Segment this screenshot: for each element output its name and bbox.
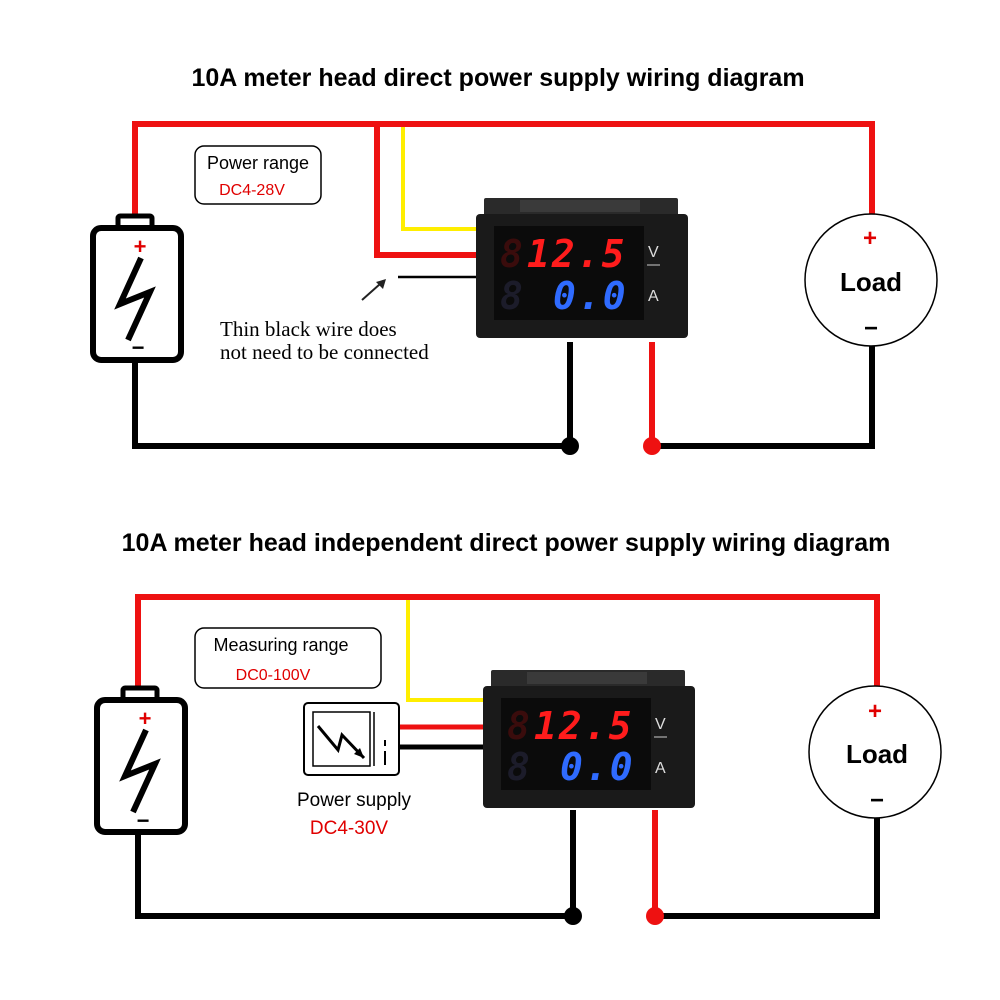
battery-minus: − (132, 335, 145, 360)
amp-unit-label: A (648, 288, 659, 305)
arrow-icon (361, 283, 381, 301)
load-plus: + (863, 225, 877, 252)
diagram-independent-supply: 10A meter head independent direct power … (94, 529, 942, 925)
load: + Load − (804, 213, 938, 347)
meter-head: 8 12.5 8 0.0 V A (483, 670, 695, 808)
black-wires (132, 342, 573, 449)
junction-dot (564, 907, 582, 925)
battery: + − (94, 685, 188, 835)
yellow-wire (401, 127, 477, 231)
junction-dot (643, 437, 661, 455)
red-wires (135, 594, 880, 916)
diagram-title: 10A meter head independent direct power … (122, 529, 891, 557)
current-readout-ghost: 8 (507, 745, 530, 789)
power-range-value: DC4-28V (219, 182, 285, 199)
junction-dot (561, 437, 579, 455)
load-minus: − (870, 787, 884, 814)
amp-unit-label: A (655, 760, 666, 777)
battery-plus: + (134, 234, 147, 259)
measuring-range-value: DC0-100V (236, 667, 311, 684)
power-supply-lightning-icon (316, 725, 366, 760)
power-supply-value: DC4-30V (310, 818, 388, 839)
power-range-label: Power range (207, 153, 309, 173)
power-range-box: Power range DC4-28V (194, 145, 322, 205)
volt-unit-label: V (648, 244, 659, 261)
voltage-readout: 12.5 (527, 232, 627, 276)
note-line-2: not need to be connected (220, 340, 429, 364)
current-readout-ghost: 8 (500, 274, 523, 318)
voltage-readout: 12.5 (534, 704, 634, 748)
load-label: Load (846, 739, 908, 769)
lightning-icon (119, 728, 161, 814)
junction-dot (646, 907, 664, 925)
current-readout: 0.0 (553, 274, 628, 318)
load-label: Load (840, 267, 902, 297)
note-line-1: Thin black wire does (220, 317, 397, 341)
battery: + − (90, 213, 184, 363)
diagram-direct-supply: 10A meter head direct power supply wirin… (90, 64, 938, 455)
voltage-readout-ghost: 8 (500, 232, 523, 276)
power-supply-label: Power supply (297, 790, 412, 811)
lightning-icon (114, 256, 156, 342)
red-wires (132, 121, 875, 449)
volt-unit-label: V (655, 716, 666, 733)
black-return-wire (655, 812, 880, 919)
arrow-head-icon (376, 279, 386, 289)
power-supply: Power supply DC4-30V (297, 702, 412, 839)
black-wires (135, 810, 576, 919)
meter-head: 8 12.5 8 0.0 V A (476, 198, 688, 338)
voltage-readout-ghost: 8 (507, 704, 530, 748)
current-readout: 0.0 (560, 745, 635, 789)
battery-minus: − (137, 808, 150, 833)
load: + Load − (808, 685, 942, 819)
battery-plus: + (139, 706, 152, 731)
diagram-title: 10A meter head direct power supply wirin… (191, 64, 804, 92)
measuring-range-box: Measuring range DC0-100V (194, 627, 382, 689)
load-minus: − (864, 315, 878, 342)
measuring-range-label: Measuring range (213, 635, 348, 655)
load-plus: + (868, 698, 882, 725)
yellow-wire (406, 600, 484, 702)
